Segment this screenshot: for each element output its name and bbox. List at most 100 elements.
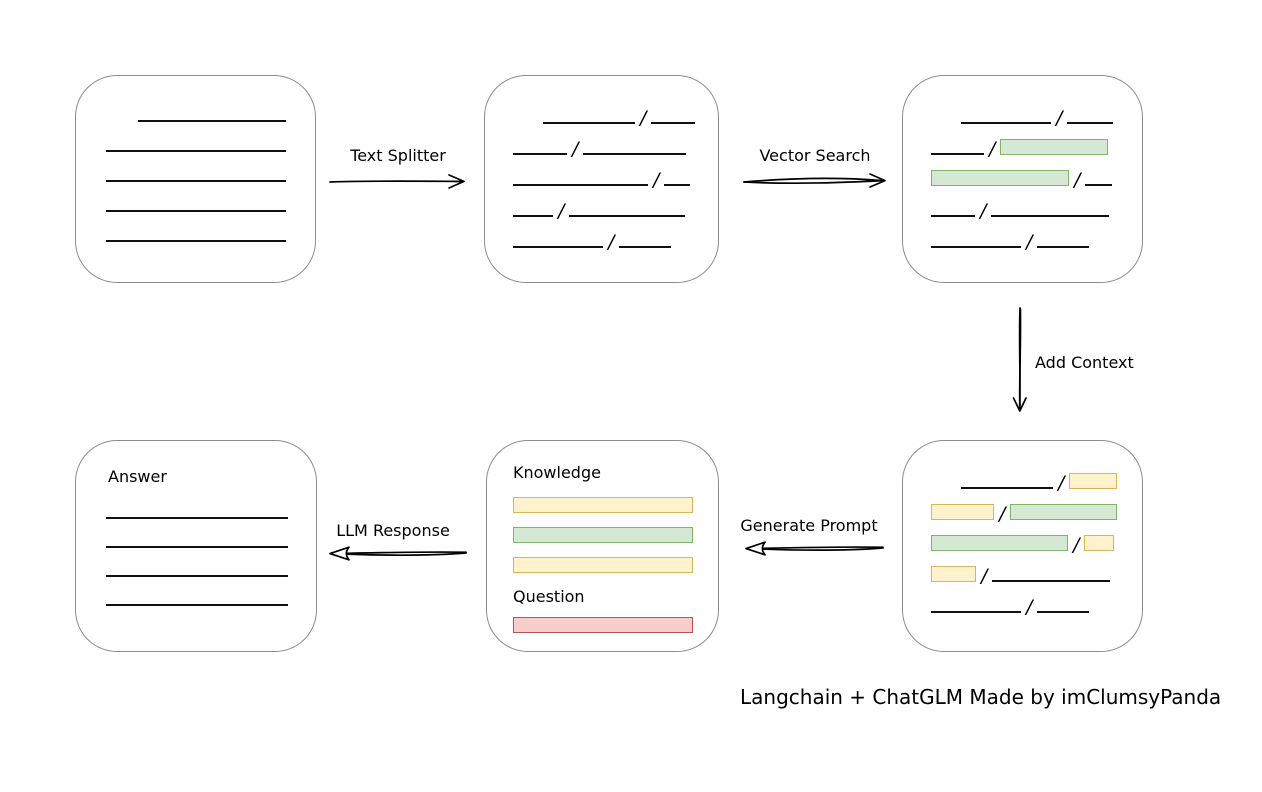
text-line [1037,611,1090,613]
text-line [106,210,286,212]
slash-separator: / [653,169,660,191]
text-line [961,122,1051,124]
text-line [1037,246,1090,248]
text-line [931,246,1021,248]
text-row: / [931,93,1114,128]
prompt-box: Knowledge Question [486,440,719,652]
vector-search-label: Vector Search [759,146,871,165]
text-row: / [513,217,695,252]
chunk-lines: ///// [513,93,696,252]
question-title: Question [513,587,585,606]
text-line [106,575,288,577]
text-row: / [931,551,1117,586]
text-line [513,153,567,155]
text-line [106,604,288,606]
text-row: / [931,582,1117,617]
text-line [106,150,286,152]
slash-separator: / [981,565,988,587]
text-row: / [931,155,1113,190]
question-bar [513,607,700,633]
text-row [513,513,700,543]
text-row [106,212,286,242]
knowledge-title: Knowledge [513,463,601,482]
context-lines: / / / / / [931,458,1118,617]
text-line [543,122,635,124]
text-row [513,543,700,573]
add-context-arrow-icon [1012,307,1027,412]
text-line [513,184,648,186]
green-highlight-bar [1000,139,1109,155]
document-lines [106,92,286,242]
text-row [513,607,700,633]
slash-separator: / [608,231,615,253]
text-splitter-arrow-icon [329,174,465,189]
green-highlight-bar [931,535,1068,551]
yellow-highlight-bar [1069,473,1118,489]
llm-response-arrow-icon [329,546,467,561]
text-row [106,519,288,548]
answer-title: Answer [108,467,167,486]
text-line [583,153,687,155]
text-line [1067,122,1114,124]
text-line [931,153,984,155]
text-line [1085,184,1113,186]
generate-prompt-arrow-icon [745,541,884,556]
text-line [513,215,553,217]
slash-separator: / [989,138,996,160]
source-document-box [75,75,316,283]
slash-separator: / [1058,472,1065,494]
text-row [106,490,288,519]
slash-separator: / [1074,169,1081,191]
text-row: / [931,489,1118,524]
text-row: / [931,458,1118,493]
yellow-highlight-bar [931,504,994,520]
text-row: / [931,217,1113,252]
slash-separator: / [1073,534,1080,556]
text-line [664,184,691,186]
text-row [106,152,286,182]
generate-prompt-label: Generate Prompt [740,516,878,535]
text-line [106,517,288,519]
slash-separator: / [999,503,1006,525]
slash-separator: / [640,107,647,129]
text-line [931,611,1021,613]
text-row: / [513,186,695,221]
yellow-highlight-bar [931,566,976,582]
text-line [569,215,686,217]
green-highlight-bar [513,527,693,543]
text-line [931,215,975,217]
diagram-caption: Langchain + ChatGLM Made by imClumsyPand… [740,685,1222,709]
vector-search-arrow-icon [743,173,886,188]
slash-separator: / [1026,596,1033,618]
text-line [961,487,1053,489]
answer-box: Answer [75,440,317,652]
slash-separator: / [980,200,987,222]
slash-separator: / [1056,107,1063,129]
text-row [106,182,286,212]
text-row [513,483,700,513]
text-line [513,246,603,248]
knowledge-bars [513,483,700,573]
answer-lines [106,490,288,606]
context-box: / / / / / [902,440,1143,652]
text-row: / [513,93,696,128]
text-line [992,580,1111,582]
text-row [106,122,286,152]
text-row: / [931,124,1113,159]
text-row: / [931,186,1113,221]
text-row [106,92,286,122]
text-row [106,548,288,577]
text-line [651,122,696,124]
matched-lines: ///// [931,93,1114,252]
vector-matched-box: ///// [902,75,1143,283]
text-splitter-label: Text Splitter [350,146,446,165]
split-chunks-box: ///// [484,75,719,283]
text-line [619,246,672,248]
yellow-highlight-bar [1084,535,1115,551]
text-line [106,180,286,182]
slash-separator: / [558,200,565,222]
text-row [106,577,288,606]
add-context-label: Add Context [1035,353,1134,372]
text-line [106,546,288,548]
